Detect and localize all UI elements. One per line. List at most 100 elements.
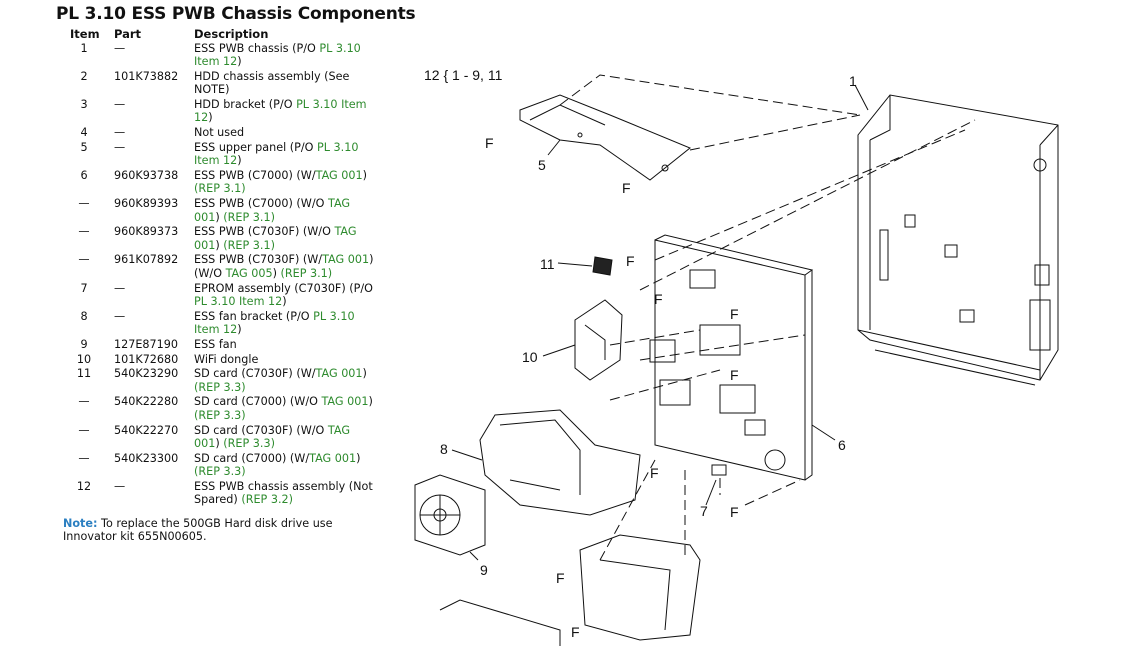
row-part: 540K22280 xyxy=(114,395,179,409)
table-row: 5—ESS upper panel (P/O PL 3.10 Item 12) xyxy=(0,141,420,169)
row-description: ESS PWB chassis (P/O PL 3.10 Item 12) xyxy=(194,42,379,69)
note: Note: To replace the 500GB Hard disk dri… xyxy=(63,517,373,544)
row-item: — xyxy=(78,395,90,409)
row-item: 3 xyxy=(80,98,88,112)
row-part: — xyxy=(114,479,126,493)
callout-9: 9 xyxy=(480,562,488,578)
row-part: — xyxy=(114,309,126,323)
cross-reference-link[interactable]: PL 3.10 Item 12 xyxy=(194,294,283,308)
row-description: EPROM assembly (C7030F) (P/O PL 3.10 Ite… xyxy=(194,282,379,309)
callout-8: 8 xyxy=(440,441,448,457)
callout-1: 1 xyxy=(849,73,857,89)
description-text: SD card (C7000) (W/O xyxy=(194,395,322,409)
row-description: Not used xyxy=(194,126,379,139)
description-text: ) xyxy=(368,395,373,409)
cross-reference-link[interactable]: TAG 001 xyxy=(315,169,363,183)
row-description: ESS PWB (C7000) (W/TAG 001) (REP 3.1) xyxy=(194,169,379,196)
page-title: PL 3.10 ESS PWB Chassis Components xyxy=(56,4,416,24)
cross-reference-link[interactable]: TAG 001 xyxy=(309,451,357,465)
row-item: — xyxy=(78,197,90,211)
callout-5: 5 xyxy=(538,157,546,173)
cross-reference-link[interactable]: TAG 001 xyxy=(315,367,363,381)
fastener-label: F xyxy=(626,253,635,269)
description-text: ) xyxy=(208,111,213,125)
cross-reference-link[interactable]: (REP 3.2) xyxy=(241,493,293,506)
row-description: SD card (C7000) (W/O TAG 001) (REP 3.3) xyxy=(194,395,379,422)
cross-reference-link[interactable]: (REP 3.1) xyxy=(194,182,246,196)
row-item: 4 xyxy=(80,126,88,140)
row-item: 7 xyxy=(80,281,88,295)
row-item: 9 xyxy=(80,337,88,351)
row-description: ESS fan bracket (P/O PL 3.10 Item 12) xyxy=(194,310,379,337)
row-part: 961K07892 xyxy=(114,253,179,267)
row-part: — xyxy=(114,42,126,55)
description-text: SD card (C7030F) (W/O xyxy=(194,423,328,437)
row-item: 11 xyxy=(76,367,92,381)
exploded-parts-diagram: 1 5 11 10 8 9 7 6 F F F F F F F F F F xyxy=(414,73,1059,646)
cross-reference-link[interactable]: PL 3.10 Item 12 xyxy=(194,98,367,125)
row-part: 540K23300 xyxy=(114,451,179,465)
cross-reference-link[interactable]: PL 3.10 Item 12 xyxy=(194,42,361,69)
row-description: ESS PWB chassis assembly (Not Spared) (R… xyxy=(194,480,379,507)
cross-reference-link[interactable]: (REP 3.3) xyxy=(194,408,246,422)
row-part: 540K22270 xyxy=(114,423,179,437)
row-description: SD card (C7000) (W/TAG 001) (REP 3.3) xyxy=(194,452,379,479)
cross-reference-link[interactable]: TAG 001 xyxy=(194,197,351,224)
description-text: HDD chassis assembly (See NOTE) xyxy=(194,70,350,97)
row-part: — xyxy=(114,126,126,140)
row-item: — xyxy=(78,225,90,239)
fan-bracket-drawing xyxy=(479,409,641,516)
cross-reference-link[interactable]: (REP 3.1) xyxy=(223,210,275,224)
table-row: 4 — Not used xyxy=(0,126,420,141)
description-text: EPROM assembly (C7030F) (P/O xyxy=(194,281,373,295)
table-row: 8 — ESS fan bracket (P/O PL 3.10 Item 12) xyxy=(0,310,420,338)
description-text: ) xyxy=(272,266,281,280)
row-item: — xyxy=(78,451,90,465)
table-row: — 540K23300 SD card (C7000) (W/TAG 001) (R… xyxy=(0,452,420,480)
cross-reference-link[interactable]: PL 3.10 Item 12 xyxy=(194,141,359,168)
fastener-label: F xyxy=(622,180,631,196)
cross-reference-link[interactable]: TAG 001 xyxy=(194,225,357,252)
row-item: 2 xyxy=(80,70,88,84)
cross-reference-link[interactable]: TAG 001 xyxy=(322,253,370,267)
eprom-drawing xyxy=(711,464,727,476)
cross-reference-link[interactable]: (REP 3.3) xyxy=(194,464,246,478)
cross-reference-link[interactable]: PL 3.10 Item 12 xyxy=(194,309,355,336)
table-row: 7—EPROM assembly (C7030F) (P/O PL 3.10 I… xyxy=(0,282,420,310)
table-row: 12 — ESS PWB chassis assembly (Not Spared)… xyxy=(0,480,420,508)
row-part: — xyxy=(114,141,126,155)
callout-11: 11 xyxy=(540,256,555,272)
row-item: 12 xyxy=(76,479,92,493)
cross-reference-link[interactable]: (REP 3.1) xyxy=(223,238,275,252)
row-item: — xyxy=(78,423,90,437)
description-text: ESS fan bracket (P/O xyxy=(194,309,314,323)
description-text: WiFi dongle xyxy=(194,352,259,366)
cross-reference-link[interactable]: (REP 3.1) xyxy=(280,266,333,280)
description-text: ESS PWB chassis (P/O xyxy=(194,42,320,55)
cross-reference-link[interactable]: TAG 001 xyxy=(194,423,350,450)
ess-fan-drawing xyxy=(414,474,486,556)
cross-reference-link[interactable]: (REP 3.3) xyxy=(194,380,246,394)
description-text: ) xyxy=(282,294,287,308)
column-header-description: Description xyxy=(194,27,269,41)
column-header-item: Item xyxy=(70,27,100,41)
ess-pwb-chassis-drawing xyxy=(857,94,1059,386)
description-text: Not used xyxy=(194,126,245,140)
row-part: 101K72680 xyxy=(114,352,179,366)
description-text: ESS PWB (C7000) (W/O xyxy=(194,197,328,211)
cross-reference-link[interactable]: (REP 3.3) xyxy=(223,436,275,450)
cross-reference-link[interactable]: TAG 005 xyxy=(225,266,273,280)
row-item: 8 xyxy=(80,309,88,323)
description-text: ) xyxy=(215,210,224,224)
description-text: ESS upper panel (P/O xyxy=(194,141,317,155)
fastener-label: F xyxy=(485,135,494,151)
row-part: 960K93738 xyxy=(114,169,179,183)
row-description: ESS fan xyxy=(194,338,379,351)
note-label: Note: xyxy=(63,517,98,530)
row-description: ESS PWB (C7030F) (W/TAG 001) (W/O TAG 00… xyxy=(194,253,379,280)
cross-reference-link[interactable]: TAG 001 xyxy=(321,395,369,409)
